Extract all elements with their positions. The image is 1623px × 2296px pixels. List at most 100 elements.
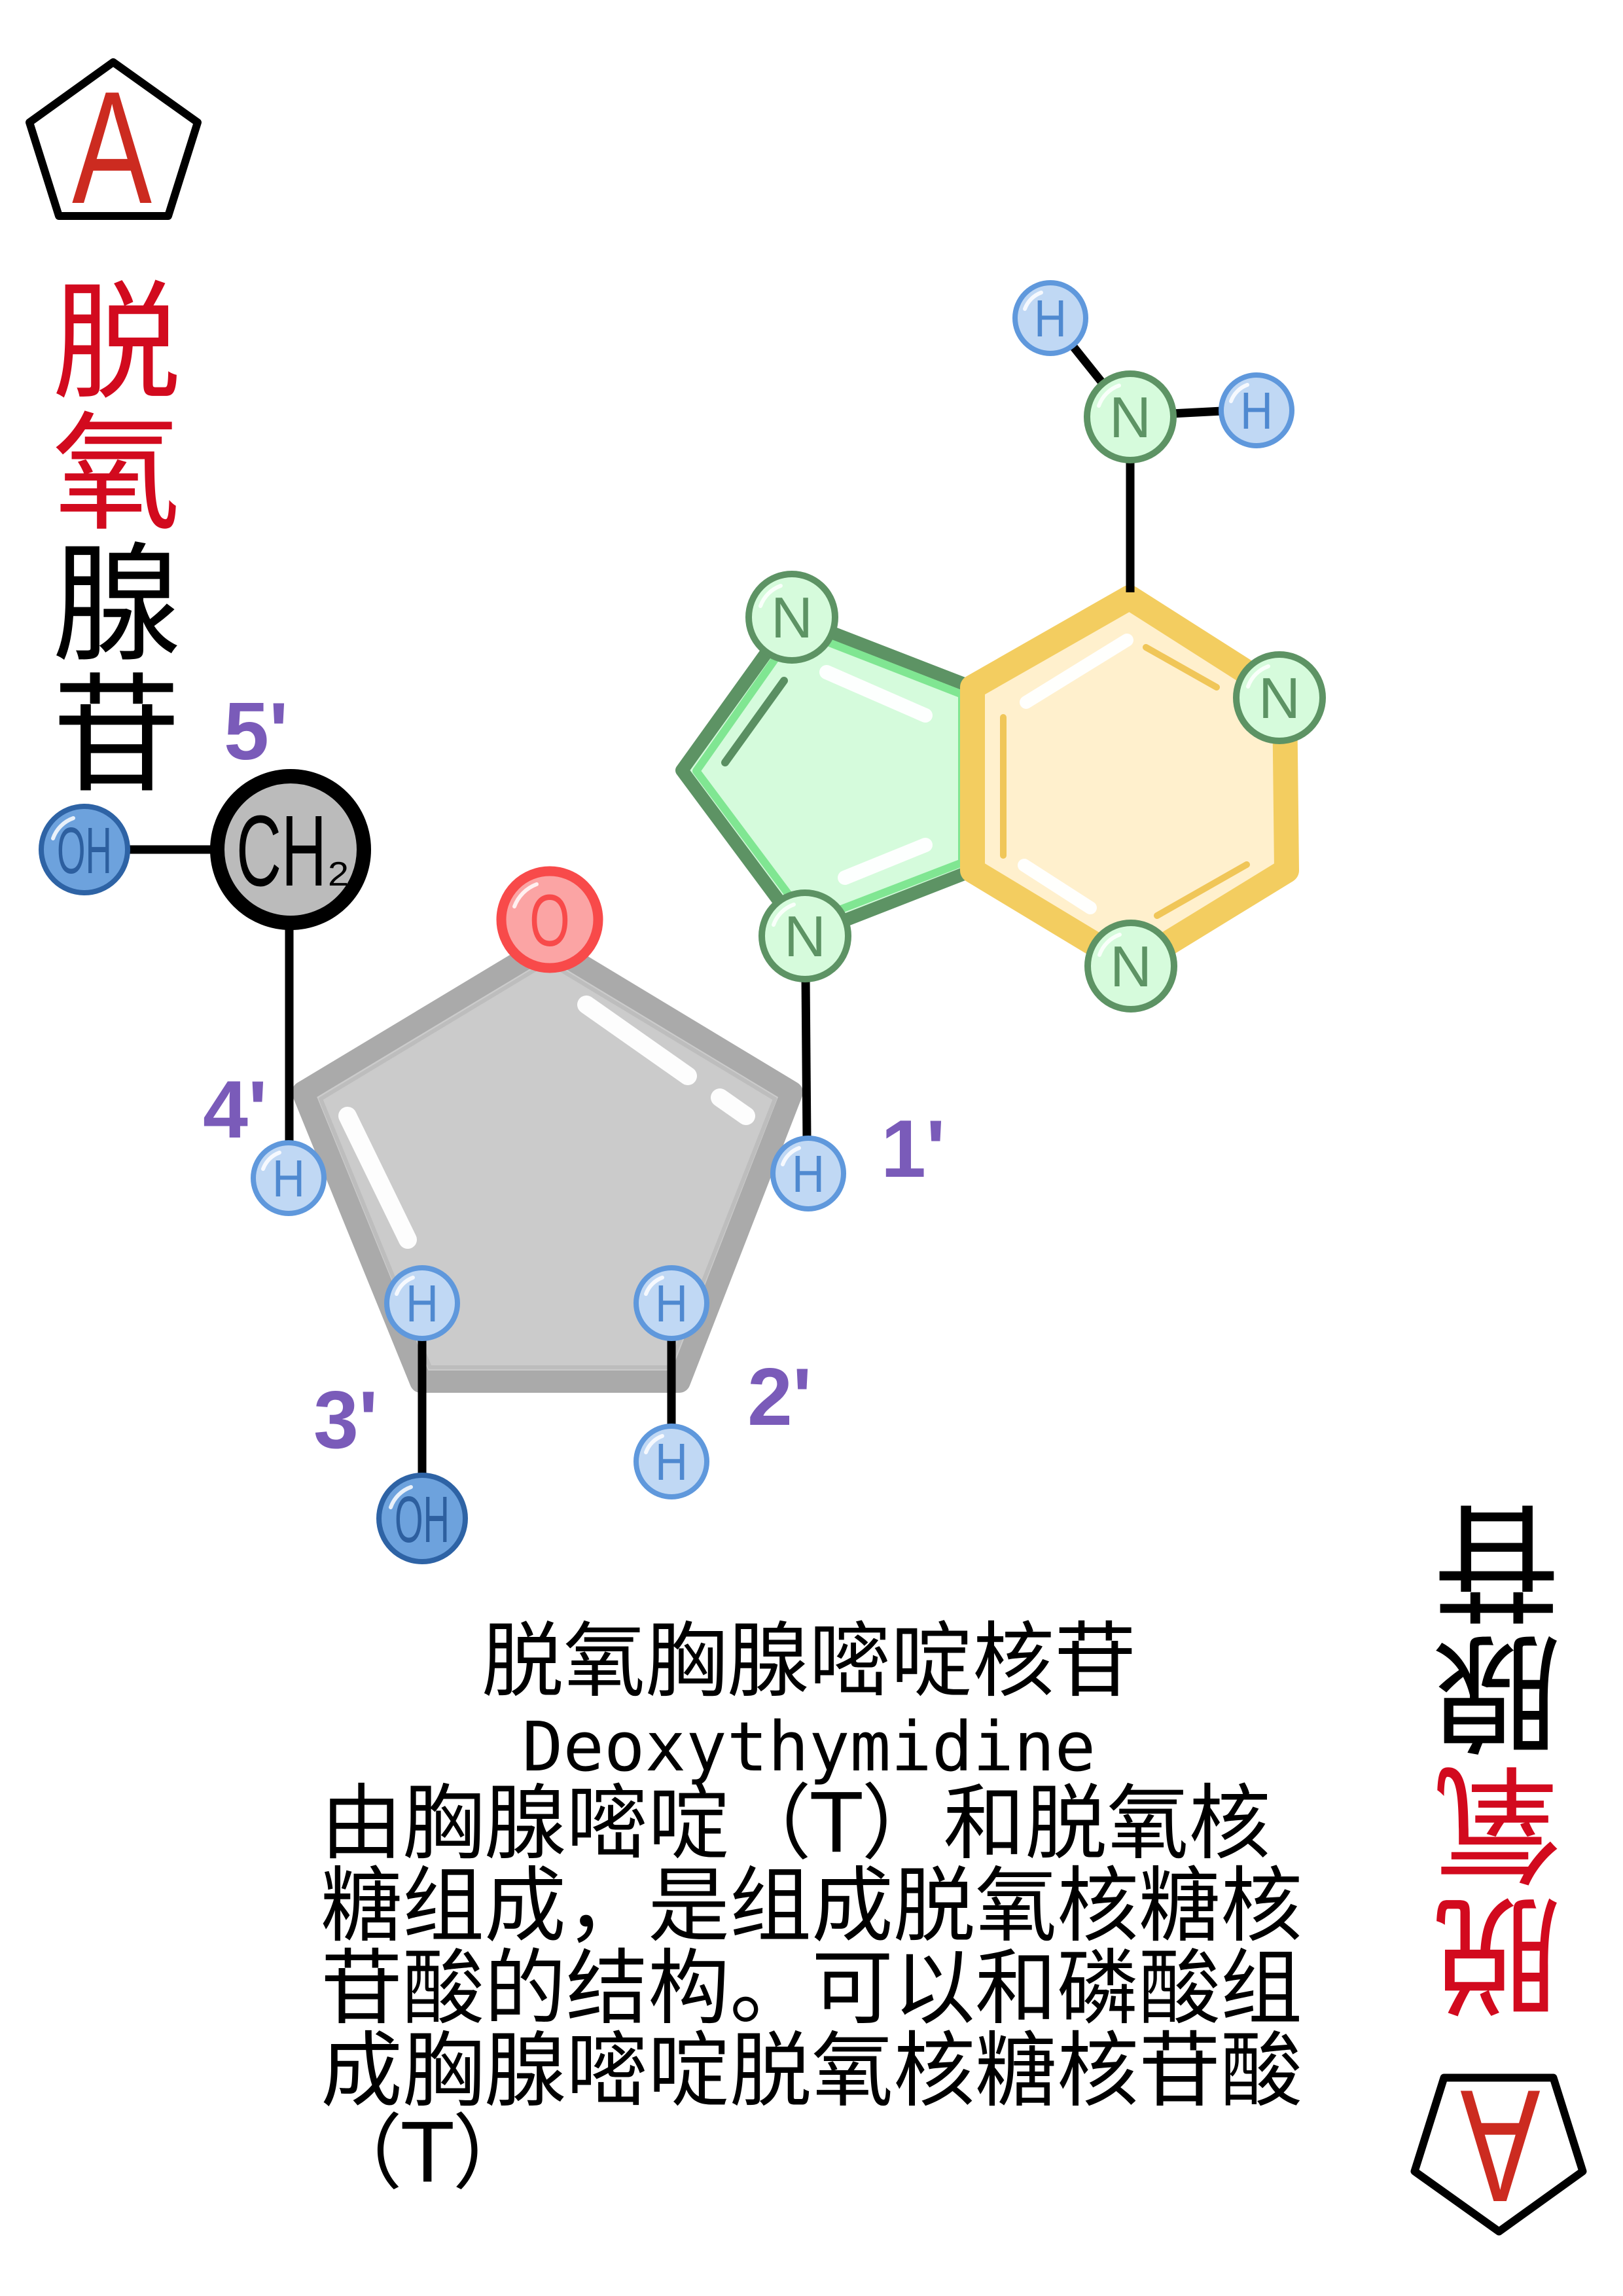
atom-h-4: H (251, 1140, 327, 1216)
description-line: 由胸腺嘧啶（T）和脱氧核 (321, 1776, 1271, 1871)
side-title-top: 脱 氧 腺 苷 (51, 278, 182, 802)
h-circle (633, 1265, 709, 1341)
pyrimidine-ring (960, 585, 1299, 978)
n-label: N (1109, 385, 1151, 450)
oh-circle (376, 1473, 468, 1564)
ch2-circle (210, 769, 371, 930)
double-bond-line (721, 677, 788, 766)
double-bond-line (1154, 861, 1250, 919)
bond-amino-h-top (1068, 342, 1107, 387)
ch2-subscript: 2 (328, 855, 349, 893)
corner-letter: A (72, 58, 152, 237)
gloss-highlight (819, 665, 933, 723)
gloss-highlight (1020, 634, 1133, 709)
position-label-2: 2' (747, 1352, 812, 1443)
n-circle (745, 571, 838, 664)
position-label-4: 4' (203, 1065, 267, 1155)
atom-n3: N (1084, 920, 1177, 1013)
ch2-label: CH (236, 795, 327, 907)
sugar-ring (292, 934, 803, 1393)
position-label-5: 5' (224, 687, 288, 777)
bonds (128, 342, 1222, 1475)
side-title-char: 腺 (1433, 1616, 1561, 1765)
gloss-highlight (1023, 291, 1043, 311)
h-label: H (1240, 382, 1273, 440)
gloss-highlight (838, 838, 933, 885)
gloss-highlight (1097, 384, 1121, 408)
o-circle (496, 866, 603, 973)
gloss-highlight (389, 1485, 413, 1509)
h-label: H (1034, 289, 1067, 348)
atom-oh-5: OH (39, 804, 130, 895)
corner-badge-top: A (26, 58, 202, 237)
side-title-char: 苷 (52, 662, 181, 811)
atom-h-3: H (384, 1265, 460, 1341)
position-label-3: 3' (313, 1375, 378, 1465)
position-label-1: 1' (881, 1104, 945, 1194)
atom-h-1: H (770, 1136, 846, 1211)
n-circle (1084, 370, 1177, 463)
h-circle (384, 1265, 460, 1341)
oh-label: OH (395, 1483, 450, 1556)
sugar-inner-edge (319, 960, 777, 1369)
atom-h-2a: H (633, 1265, 709, 1341)
side-title-char: 脱 (52, 269, 181, 418)
atom-n7: N (745, 571, 838, 664)
n-circle (758, 889, 851, 982)
corner-letter: A (1461, 2057, 1541, 2236)
imidazole-inner-edge (692, 626, 966, 925)
side-title-char: 腺 (52, 531, 181, 680)
atom-h-amino-right: H (1219, 372, 1294, 448)
pentagon-badge-icon (1410, 2073, 1587, 2236)
description-line: （T） (321, 2106, 535, 2201)
n-label: N (1258, 666, 1300, 730)
gloss-highlight (758, 584, 783, 608)
n-circle (1233, 651, 1326, 744)
atom-h-2b: H (633, 1424, 709, 1499)
h-circle (251, 1140, 327, 1216)
oh-circle (39, 804, 130, 895)
h-label: H (406, 1274, 438, 1333)
side-title-char: 氧 (52, 400, 181, 549)
gloss-highlight (1097, 933, 1122, 957)
compound-name-english: Deoxythymidine (522, 1707, 1096, 1787)
gloss-highlight (577, 996, 697, 1085)
o-label: O (529, 880, 570, 961)
bond-n9-c1 (801, 977, 812, 1140)
atom-h-amino-top: H (1012, 280, 1088, 356)
gloss-highlight (395, 1276, 415, 1296)
atom-o-ring: O (496, 866, 603, 973)
atom-n-amino: N (1084, 370, 1177, 463)
h-label: H (655, 1274, 688, 1333)
n-label: N (1110, 934, 1152, 999)
n-label: N (784, 904, 826, 969)
corner-badge-bottom: A (1410, 2057, 1587, 2236)
imidazole-ring (675, 611, 979, 942)
atom-oh-3: OH (376, 1473, 468, 1564)
description-line: 苷酸的结构。可以和磷酸组 (321, 1941, 1302, 2036)
n-label: N (771, 585, 813, 650)
gloss-highlight (781, 1146, 801, 1166)
gloss-highlight (711, 1088, 755, 1125)
gloss-highlight (261, 1151, 281, 1171)
atom-n1: N (1233, 651, 1326, 744)
pentagon-badge-icon (26, 58, 202, 220)
h-label: H (792, 1145, 825, 1203)
gloss-highlight (772, 903, 796, 927)
description-line: 成胸腺嘧啶脱氧核糖核苷酸 (321, 2024, 1302, 2119)
bond-amino-h-right (1171, 406, 1222, 418)
gloss-highlight (644, 1434, 664, 1454)
oh-label: OH (57, 814, 112, 888)
atom-ch2: CH 2 (210, 769, 371, 930)
n-circle (1084, 920, 1177, 1013)
atom-n9: N (758, 889, 851, 982)
h-circle (770, 1136, 846, 1211)
h-label: H (272, 1149, 305, 1208)
side-title-char: 苷 (1433, 1485, 1561, 1634)
double-bond-line (1143, 644, 1220, 691)
gloss-highlight (51, 816, 75, 840)
gloss-highlight (512, 882, 539, 908)
description-line: 糖组成，是组成脱氧核糖核 (321, 1859, 1302, 1954)
